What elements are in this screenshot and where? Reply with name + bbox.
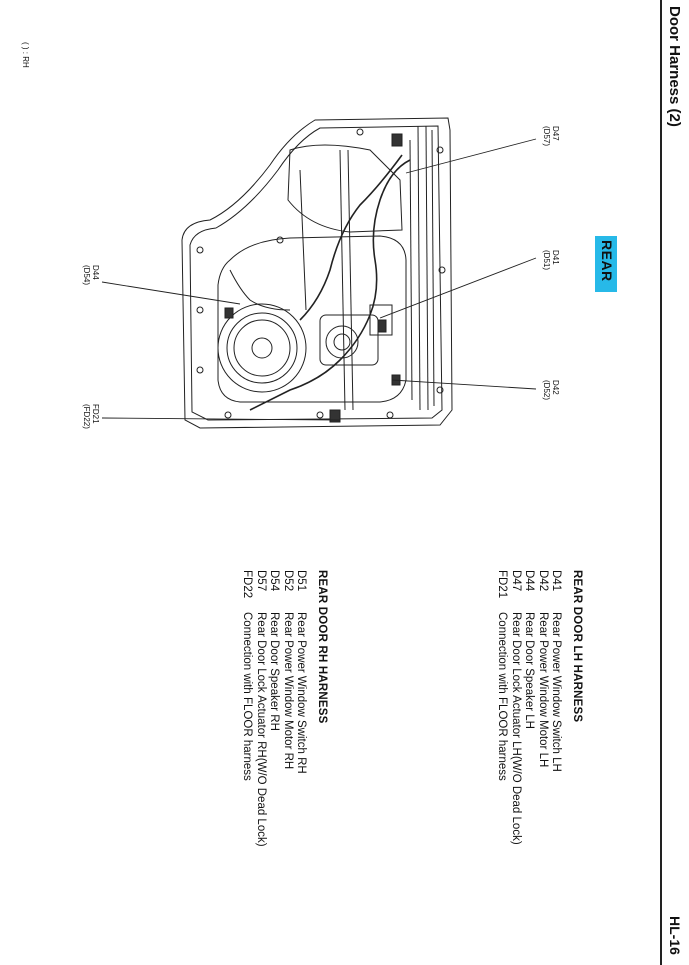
callout-rh-code: (D54) bbox=[82, 265, 91, 286]
legend-desc: Rear Door Lock Actuator RH(W/O Dead Lock… bbox=[254, 612, 267, 847]
callout-d44: D44 (D54) bbox=[82, 265, 100, 285]
legend-code: D47 bbox=[509, 570, 522, 592]
legend-code: D51 bbox=[295, 570, 307, 592]
legend-code: D44 bbox=[523, 570, 536, 592]
callout-code: D47 bbox=[551, 126, 560, 141]
callout-rh-code: (D52) bbox=[542, 380, 551, 401]
legend-code: D57 bbox=[254, 570, 267, 592]
callout-code: D42 bbox=[551, 380, 560, 395]
legend-row: D51Rear Power Window Switch RH bbox=[294, 570, 307, 847]
legend-desc: Rear Power Window Switch LH bbox=[550, 612, 562, 772]
legend-code: D42 bbox=[536, 570, 549, 592]
legend-row: D52Rear Power Window Motor RH bbox=[280, 570, 294, 847]
legend-rh-title: REAR DOOR RH HARNESS bbox=[316, 570, 328, 724]
callout-d42: D42 (D52) bbox=[542, 380, 560, 400]
legend-desc: Rear Power Window Switch RH bbox=[295, 612, 307, 774]
legend-code: D54 bbox=[268, 570, 281, 592]
rear-door-harness-diagram bbox=[181, 117, 453, 429]
legend-desc: Rear Power Window Motor LH bbox=[536, 612, 549, 768]
legend-row: D47Rear Door Lock Actuator LH(W/O Dead L… bbox=[508, 570, 522, 845]
rear-badge: REAR bbox=[595, 236, 617, 292]
callout-code: FD21 bbox=[91, 404, 100, 424]
legend-row: D54Rear Door Speaker RH bbox=[267, 570, 280, 847]
legend-desc: Rear Door Speaker RH bbox=[268, 612, 281, 731]
speaker-circle-outer bbox=[217, 303, 307, 393]
door-outline bbox=[181, 117, 453, 429]
callout-fd21: FD21 (FD22) bbox=[82, 404, 100, 429]
legend-row: FD22Connection with FLOOR harness bbox=[240, 570, 253, 847]
callout-code: D44 bbox=[91, 265, 100, 280]
legend-row: D42Rear Power Window Motor LH bbox=[535, 570, 549, 845]
legend-code: FD21 bbox=[496, 570, 509, 599]
callout-d41: D41 (D51) bbox=[542, 250, 560, 270]
legend-row: FD21Connection with FLOOR harness bbox=[495, 570, 508, 845]
legend-desc: Rear Door Speaker LH bbox=[523, 612, 536, 729]
callout-rh-code: (D57) bbox=[542, 126, 551, 147]
legend-lh: REAR DOOR LH HARNESS D41Rear Power Windo… bbox=[495, 570, 583, 845]
header-rule bbox=[660, 0, 662, 965]
speaker-circle-inner bbox=[226, 312, 298, 384]
legend-lh-title: REAR DOOR LH HARNESS bbox=[571, 570, 583, 723]
legend-desc: Rear Power Window Motor RH bbox=[281, 612, 294, 770]
callout-rh-code: (FD22) bbox=[82, 404, 91, 429]
legend-code: D41 bbox=[550, 570, 562, 592]
legend-desc: Connection with FLOOR harness bbox=[241, 612, 254, 781]
legend-row: D44Rear Door Speaker LH bbox=[522, 570, 535, 845]
callout-d47: D47 (D57) bbox=[542, 126, 560, 146]
legend-row: D41Rear Power Window Switch LH bbox=[549, 570, 562, 845]
legend-desc: Connection with FLOOR harness bbox=[496, 612, 509, 781]
callout-rh-code: (D51) bbox=[542, 250, 551, 271]
legend-code: D52 bbox=[281, 570, 294, 592]
callout-code: D41 bbox=[551, 250, 560, 265]
legend-row: D57Rear Door Lock Actuator RH(W/O Dead L… bbox=[253, 570, 267, 847]
legend-rh: REAR DOOR RH HARNESS D51Rear Power Windo… bbox=[240, 570, 328, 847]
legend-code: FD22 bbox=[241, 570, 254, 599]
legend-desc: Rear Door Lock Actuator LH(W/O Dead Lock… bbox=[509, 612, 522, 845]
